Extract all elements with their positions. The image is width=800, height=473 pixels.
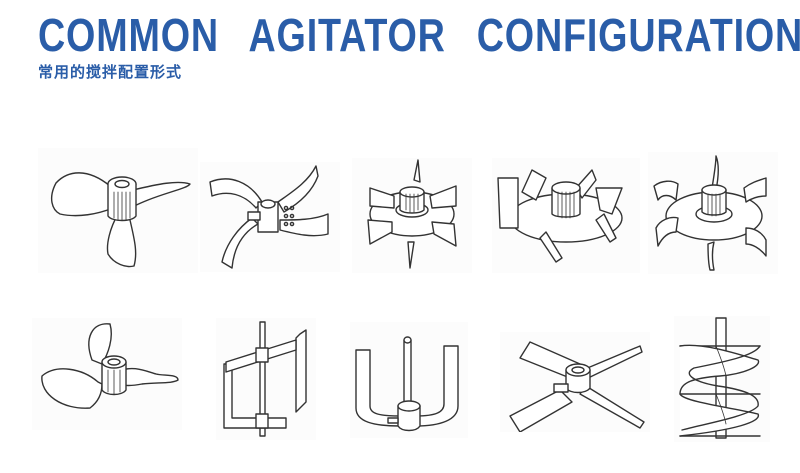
page-title: COMMON AGITATOR CONFIGURATION: [38, 9, 800, 61]
frame-anchor-agitator-icon: [216, 318, 316, 440]
marine-propeller-icon: [32, 318, 182, 430]
curved-blade-disc-turbine-icon: [648, 152, 778, 274]
three-blade-propeller-icon: [38, 148, 198, 273]
anchor-agitator-icon: [350, 322, 468, 438]
page-subtitle: 常用的搅拌配置形式: [38, 63, 183, 81]
helical-ribbon-agitator-icon: [674, 316, 770, 442]
inclined-blade-disc-turbine-icon: [492, 158, 640, 273]
pitched-blade-turbine-icon: [500, 332, 650, 432]
curved-blade-turbine-icon: [200, 162, 340, 272]
flat-blade-disc-turbine-icon: [352, 158, 472, 273]
